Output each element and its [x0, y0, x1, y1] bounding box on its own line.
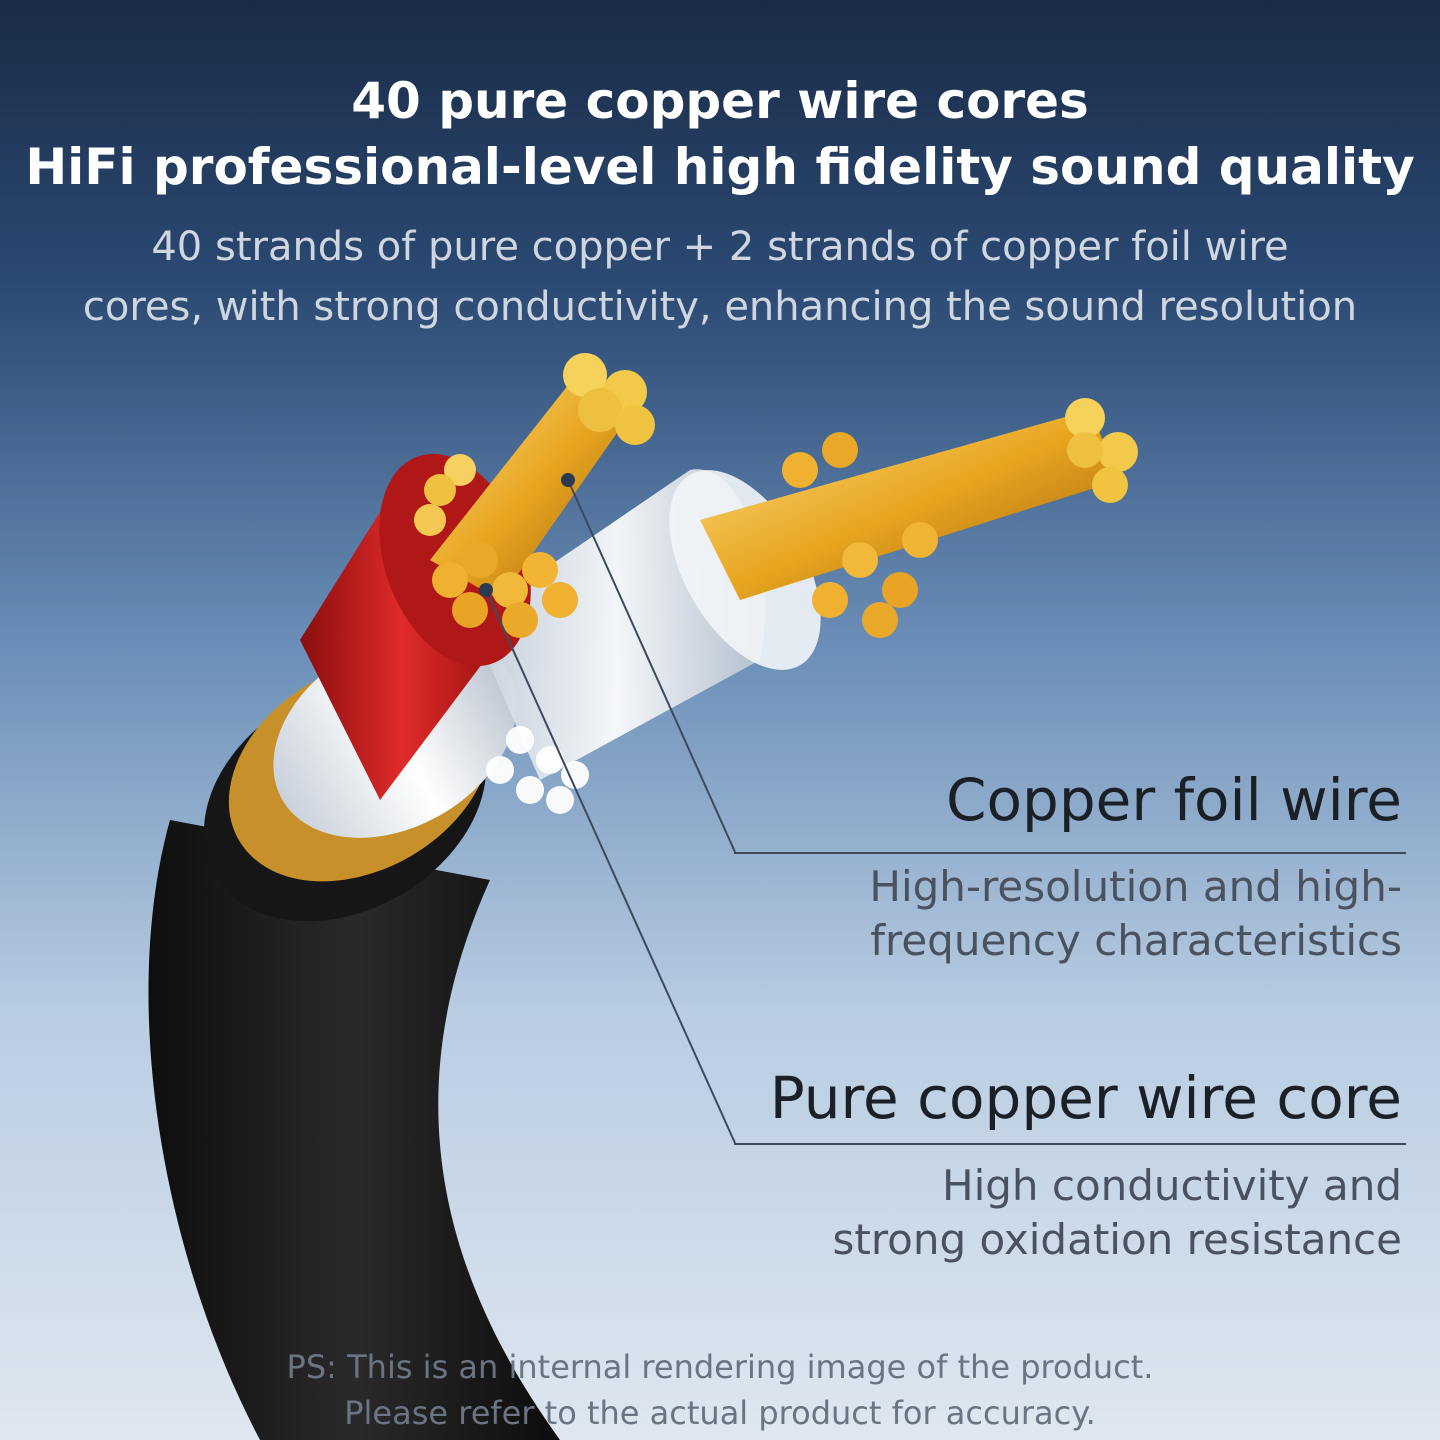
- outer-jacket: [148, 820, 560, 1440]
- headline-line-1: 40 pure copper wire cores: [351, 72, 1089, 130]
- callout-copper-foil-rule: [734, 852, 1406, 854]
- white-filler-strands: [486, 726, 589, 814]
- callout-pure-copper-desc-line-1: High conductivity and: [941, 1161, 1402, 1210]
- callout-copper-foil-desc-line-2: frequency characteristics: [870, 916, 1402, 965]
- callout-pure-copper-title: Pure copper wire core: [769, 1064, 1402, 1132]
- leader-line-copper-foil: [567, 479, 736, 853]
- callout-copper-foil-desc: High-resolution and high- frequency char…: [762, 860, 1402, 968]
- headline-line-2: HiFi professional-level high fidelity so…: [25, 138, 1415, 196]
- disclaimer-line-1: PS: This is an internal rendering image …: [286, 1348, 1154, 1386]
- callout-pure-copper-desc-line-2: strong oxidation resistance: [832, 1215, 1402, 1264]
- copper-bundle-right: [700, 398, 1138, 638]
- copper-bundle-left: [414, 353, 655, 638]
- disclaimer: PS: This is an internal rendering image …: [0, 1344, 1440, 1436]
- subtitle-line-1: 40 strands of pure copper + 2 strands of…: [151, 224, 1289, 270]
- subtitle-line-2: cores, with strong conductivity, enhanci…: [82, 284, 1358, 330]
- callout-copper-foil-desc-line-1: High-resolution and high-: [869, 862, 1402, 911]
- callout-pure-copper-rule: [734, 1143, 1406, 1145]
- leader-dot-pure-copper: [479, 583, 493, 597]
- leader-line-pure-copper: [485, 589, 736, 1144]
- disclaimer-line-2: Please refer to the actual product for a…: [344, 1394, 1096, 1432]
- callout-copper-foil-title: Copper foil wire: [946, 766, 1402, 834]
- callout-pure-copper-desc: High conductivity and strong oxidation r…: [762, 1159, 1402, 1267]
- leader-dot-copper-foil: [561, 473, 575, 487]
